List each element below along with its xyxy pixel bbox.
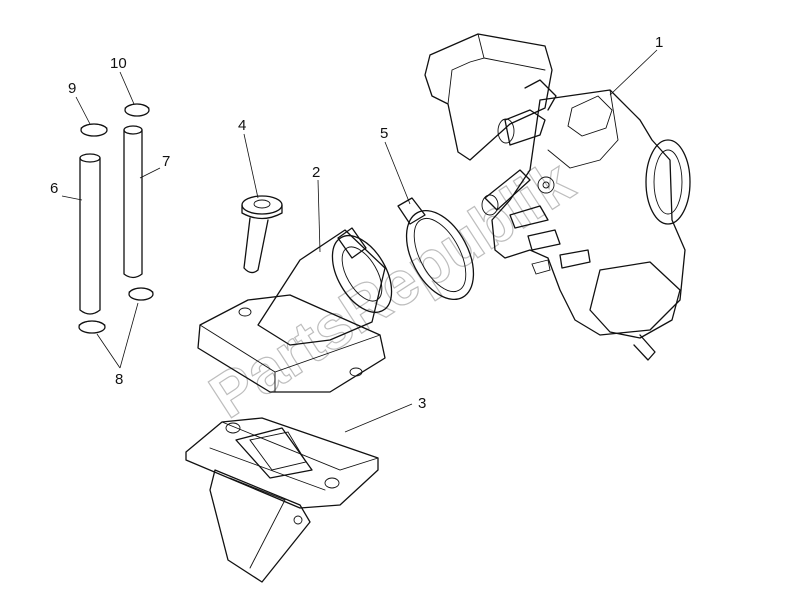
callout-4: 4 xyxy=(238,117,246,134)
callout-6: 6 xyxy=(50,180,58,197)
part-tube-7 xyxy=(123,125,143,279)
part-reed-valve xyxy=(185,417,379,583)
part-clip-8a xyxy=(128,287,154,301)
callout-10: 10 xyxy=(110,55,127,72)
callout-3: 3 xyxy=(418,395,426,412)
part-intake-manifold xyxy=(197,227,393,393)
leader-lines xyxy=(61,49,658,433)
part-carburetor xyxy=(424,33,691,361)
part-clip-9 xyxy=(80,123,108,137)
part-clip-8b xyxy=(78,320,106,334)
callout-5: 5 xyxy=(380,125,388,142)
callout-9: 9 xyxy=(68,80,76,97)
callout-2: 2 xyxy=(312,164,320,181)
callout-8: 8 xyxy=(115,371,123,388)
callout-1: 1 xyxy=(655,34,663,51)
part-hose-clamp xyxy=(397,197,475,301)
part-screw xyxy=(241,195,283,274)
part-tube-6 xyxy=(79,153,101,315)
part-clip-10 xyxy=(124,103,150,117)
callout-7: 7 xyxy=(162,153,170,170)
